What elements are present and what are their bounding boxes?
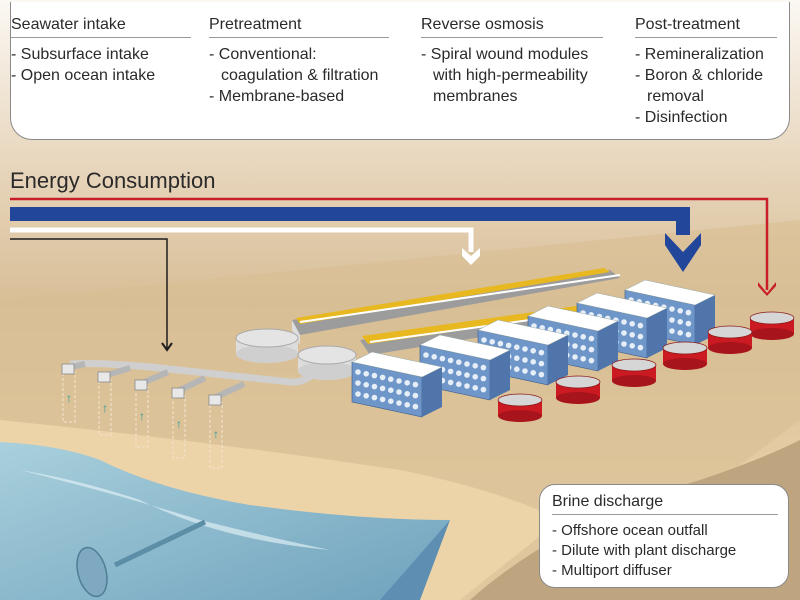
stage-item: - Subsurface intake bbox=[11, 46, 149, 63]
svg-text:↑: ↑ bbox=[213, 427, 219, 441]
foam bbox=[20, 470, 330, 550]
brine-discharge-panel: Brine discharge - Offshore ocean outfall… bbox=[539, 484, 789, 588]
svg-text:↑: ↑ bbox=[139, 409, 145, 423]
arrow-post-treatment-icon bbox=[758, 282, 776, 296]
stage-item: - Conventional: coagulation & filtration bbox=[209, 46, 379, 84]
red-tank bbox=[662, 341, 708, 370]
arrow-reverse-osmosis-icon bbox=[665, 233, 701, 272]
stage-item: - Membrane-based bbox=[209, 88, 345, 105]
ro-building bbox=[477, 319, 569, 386]
brine-item: - Multiport diffuser bbox=[552, 562, 672, 579]
svg-text:↑: ↑ bbox=[66, 391, 72, 405]
ro-buildings bbox=[351, 279, 716, 418]
svg-text:↑: ↑ bbox=[102, 401, 108, 415]
energy-flow-post-treatment bbox=[10, 197, 769, 290]
stage-item: - Remineralization bbox=[635, 46, 764, 63]
stage-item: - Boron & chloride removal bbox=[635, 67, 764, 105]
red-tank bbox=[749, 311, 795, 340]
energy-flow-intake bbox=[10, 238, 168, 350]
stage-title: Seawater intake bbox=[11, 16, 191, 38]
ro-building bbox=[419, 334, 511, 401]
stage-reverse-osmosis: Reverse osmosis - Spiral wound modules w… bbox=[421, 16, 603, 107]
energy-consumption-title: Energy Consumption bbox=[10, 168, 216, 193]
ro-building bbox=[351, 351, 443, 418]
stage-title: Post-treatment bbox=[635, 16, 777, 38]
stage-seawater-intake: Seawater intake - Subsurface intake - Ope… bbox=[11, 16, 191, 86]
sea-edge bbox=[380, 520, 450, 600]
intake-pipe: ↑ ↑ ↑ ↑ ↑ bbox=[61, 360, 318, 469]
stage-title: Pretreatment bbox=[209, 16, 389, 38]
diffuser-icon bbox=[76, 519, 207, 598]
arrow-intake-icon bbox=[161, 342, 173, 352]
brine-title: Brine discharge bbox=[552, 493, 778, 515]
stage-item: - Open ocean intake bbox=[11, 67, 156, 84]
stage-title: Reverse osmosis bbox=[421, 16, 603, 38]
red-tank bbox=[555, 375, 601, 404]
energy-flow-pretreatment bbox=[10, 227, 474, 252]
red-tank bbox=[497, 393, 543, 422]
brine-item: - Dilute with plant discharge bbox=[552, 542, 737, 559]
clarifier-tanks bbox=[235, 328, 357, 380]
red-tank bbox=[611, 358, 657, 387]
arrow-pretreatment-icon bbox=[462, 248, 480, 265]
post-treatment-tanks bbox=[497, 311, 795, 422]
stage-pretreatment: Pretreatment - Conventional: coagulation… bbox=[209, 16, 389, 107]
stage-item: - Spiral wound modules with high-permeab… bbox=[421, 46, 589, 105]
energy-flows bbox=[10, 197, 776, 352]
svg-text:↑: ↑ bbox=[176, 417, 182, 431]
stage-post-treatment: Post-treatment - Remineralization - Boron… bbox=[635, 16, 777, 128]
red-tank bbox=[707, 325, 753, 354]
brine-item: - Offshore ocean outfall bbox=[552, 522, 708, 539]
process-stages-panel: Seawater intake - Subsurface intake - Ope… bbox=[10, 2, 790, 140]
stage-item: - Disinfection bbox=[635, 109, 728, 126]
energy-flow-reverse-osmosis bbox=[10, 207, 690, 235]
sea bbox=[0, 442, 450, 600]
